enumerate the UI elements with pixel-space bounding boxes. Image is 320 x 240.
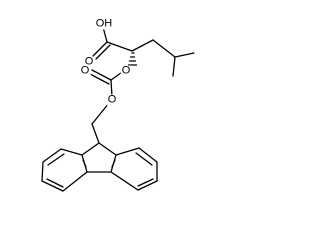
- bond-cooh-double-o-b: [95, 44, 111, 60]
- bond-alpha-ch2: [131, 39, 154, 52]
- fluorene-five-ring: [81, 142, 117, 173]
- bond-ch-methyl-1: [172, 56, 176, 77]
- bond-ch-methyl-2: [174, 52, 195, 58]
- bond-carbonate-double-o-b: [89, 73, 110, 85]
- atom-label-carbonate-carbonyl-oxygen: O: [79, 64, 91, 77]
- structure-svg: [41, 26, 195, 192]
- bond-cooh-c-alpha: [106, 41, 133, 52]
- atom-label-acid-carbonyl-oxygen: O: [83, 55, 95, 68]
- bond-carbonate-double-o-a: [91, 69, 112, 81]
- atom-label-ester-oxygen-2: O: [106, 93, 118, 106]
- bond-cooh-oh: [102, 26, 108, 43]
- bond-ch2-ch: [152, 39, 176, 58]
- atom-label-hydroxyl: OH: [94, 17, 114, 30]
- bond-ch2-c9: [91, 123, 100, 144]
- bond-carbonate-o2: [110, 79, 113, 98]
- atom-label-ester-oxygen-1: O: [120, 64, 132, 77]
- bond-o2-ch2: [91, 102, 110, 125]
- fluorene-right-benzene: [110, 147, 158, 191]
- fluorene-left-benzene: [41, 148, 88, 192]
- bond-cooh-double-o-a: [92, 41, 108, 57]
- stereo-hashed-wedge: [127, 52, 138, 66]
